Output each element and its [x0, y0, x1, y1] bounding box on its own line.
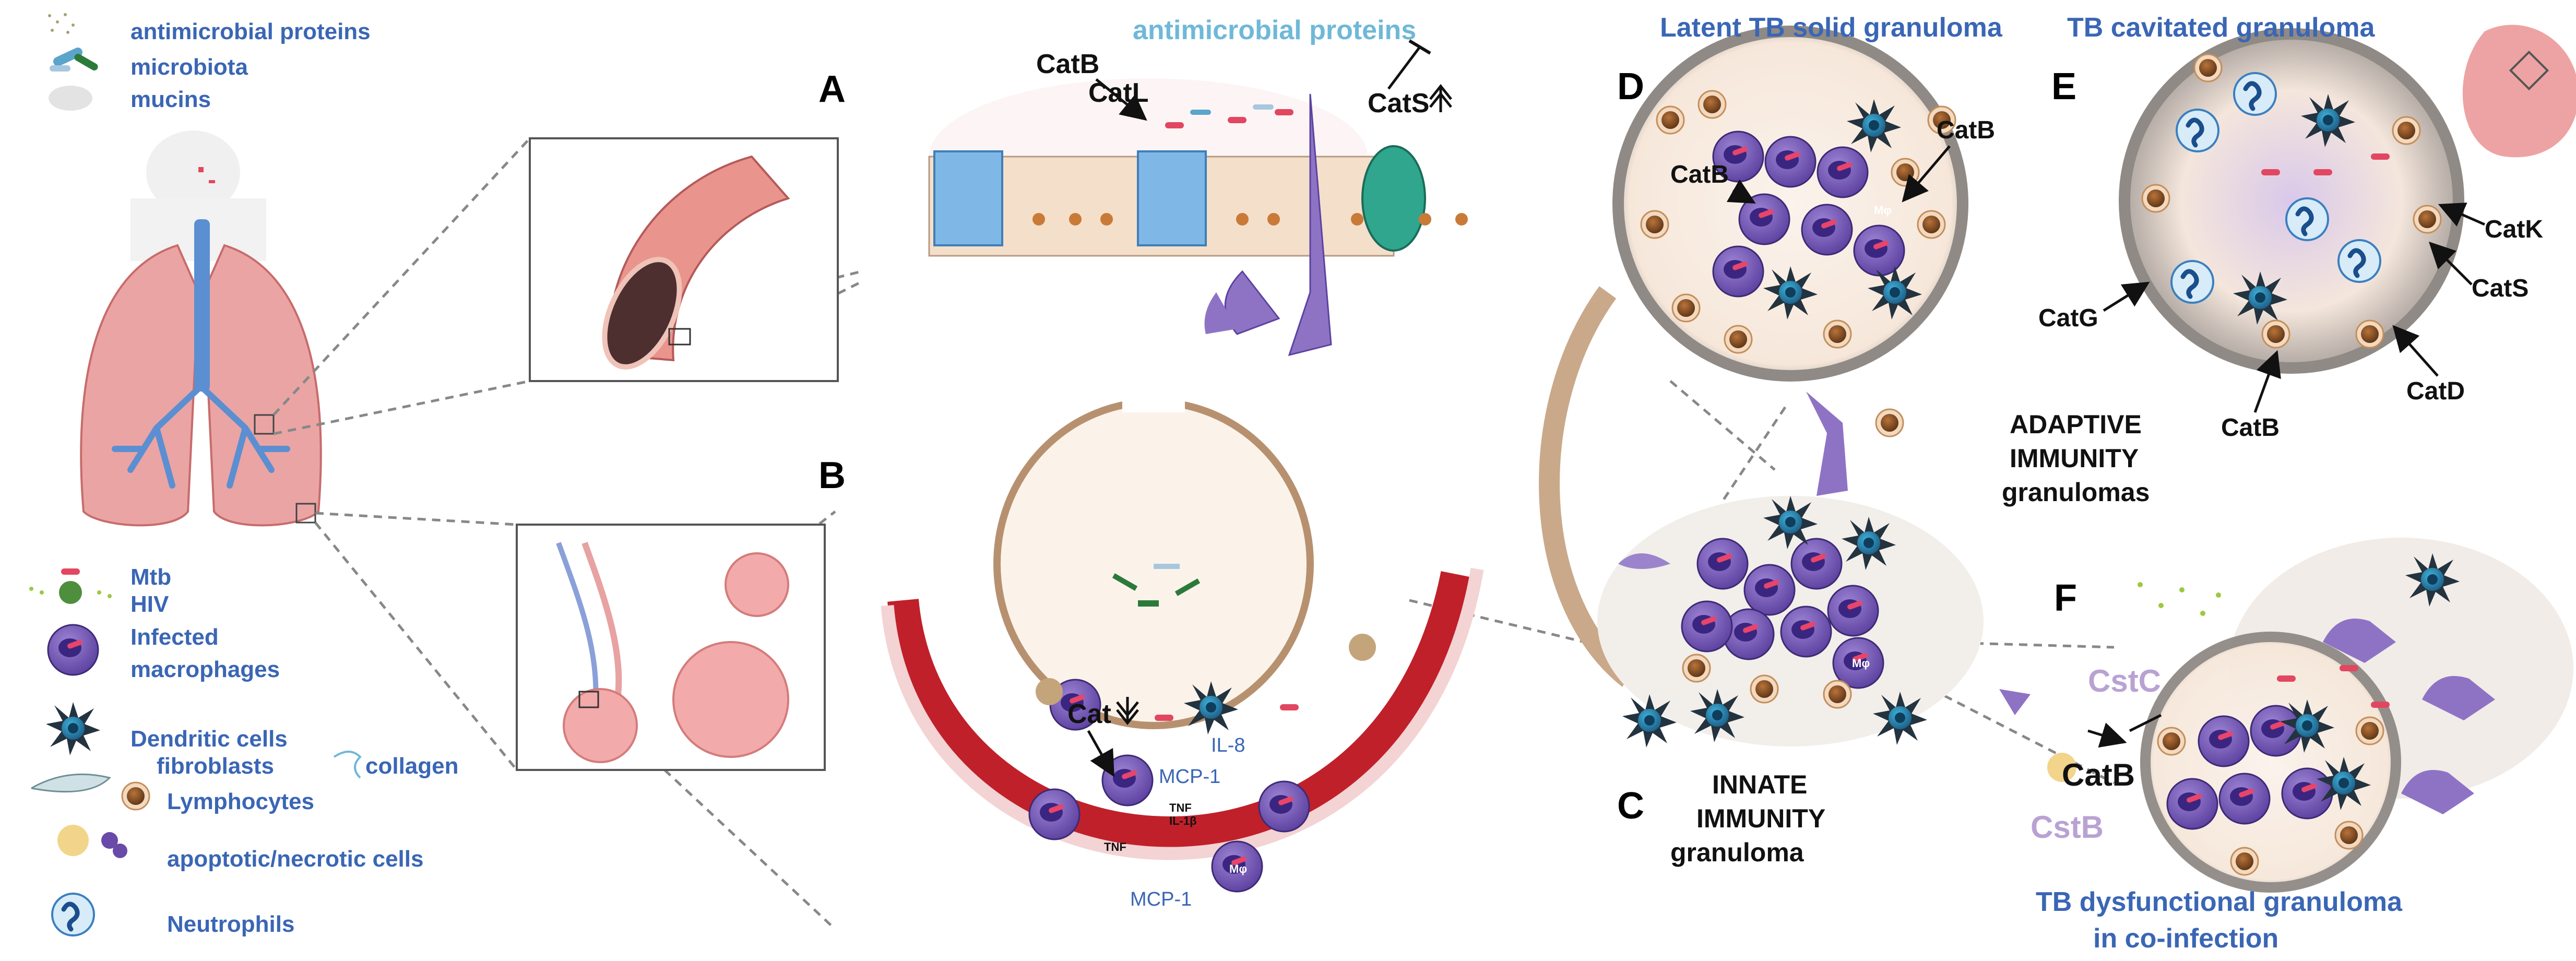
neutrophil-icon	[52, 894, 94, 935]
hiv-icon	[29, 581, 112, 604]
upregulation-double-arrow-icon	[1429, 84, 1452, 112]
panel-c-granuloma: granuloma	[1670, 838, 1805, 867]
microbiota-icon	[50, 48, 98, 72]
panel-c-innate-granuloma	[1539, 286, 1984, 748]
legend-infected-1: Infected	[130, 624, 219, 650]
panel-d-solid-granuloma	[1612, 26, 1968, 496]
panel-e-cavitated-granuloma	[2119, 25, 2576, 374]
downregulation-double-arrow-icon	[1116, 697, 1139, 726]
trachea	[194, 219, 210, 391]
legend-top: antimicrobial proteins microbiota mucins	[48, 13, 371, 112]
airway-inset	[529, 137, 839, 382]
panel-a-cats: CatS	[1368, 88, 1429, 118]
panel-d-catb-left: CatB	[1670, 161, 1729, 188]
panel-e-granulomas: granulomas	[2002, 478, 2150, 507]
panel-a-antimicrobial: antimicrobial proteins	[1133, 15, 1416, 45]
legend-hiv: HIV	[130, 591, 169, 617]
zoom-box-airway	[254, 414, 275, 435]
mucins-icon	[49, 86, 92, 111]
panel-f-cstc: CstC	[2088, 663, 2161, 698]
legend-apoptotic: apoptotic/necrotic cells	[167, 846, 423, 872]
panel-d-letter: D	[1617, 66, 1644, 108]
panel-f-catb: CatB	[2062, 757, 2135, 792]
legend-bottom: Mtb HIV Infected macrophages Dendritic c…	[29, 564, 459, 937]
macrophage-icon	[47, 624, 99, 676]
panel-c-mphi: Mφ	[1852, 657, 1870, 670]
panel-a-catl: CatL	[1088, 78, 1149, 108]
dendritic-cell-icon	[46, 702, 100, 755]
apoptotic-cell-icon	[57, 825, 127, 858]
catb-arrow	[1095, 78, 1147, 121]
antimicrobial-dots-icon	[48, 13, 75, 34]
legend-neutrophils: Neutrophils	[167, 911, 294, 937]
panel-d-mphi: Mφ	[1874, 204, 1892, 217]
right-lung	[202, 244, 322, 527]
legend-microbiota: microbiota	[130, 54, 248, 80]
lymphocyte-icon	[121, 781, 150, 811]
legend-mtb: Mtb	[130, 564, 171, 590]
panel-b-cat: Cat	[1067, 699, 1111, 729]
panel-e-cats: CatS	[2472, 275, 2528, 302]
panel-a-letter: A	[818, 68, 846, 110]
lungs-illustration	[80, 130, 322, 527]
panel-d-title: Latent TB solid granuloma	[1660, 13, 2003, 43]
collagen-icon	[333, 751, 362, 779]
legend-fibroblasts: fibroblasts	[157, 753, 274, 779]
panel-b-mcp1-a: MCP-1	[1159, 766, 1220, 788]
panel-e-immunity: IMMUNITY	[2010, 444, 2139, 473]
panel-e-adaptive: ADAPTIVE	[2010, 410, 2142, 439]
panel-a-catb: CatB	[1036, 49, 1099, 79]
panel-f-title-1: TB dysfunctional granuloma	[2036, 887, 2403, 917]
legend-antimicrobial-proteins: antimicrobial proteins	[130, 19, 371, 44]
panel-b-il8: IL-8	[1211, 734, 1245, 756]
panel-e-catg: CatG	[2038, 304, 2098, 332]
panel-e-title: TB cavitated granuloma	[2067, 13, 2376, 43]
panel-c-innate: INNATE	[1712, 770, 1807, 799]
panel-e-catk: CatK	[2485, 216, 2543, 243]
panel-f-cstb: CstB	[2031, 810, 2104, 845]
legend-dendritic: Dendritic cells	[130, 726, 288, 752]
cat-arrow	[1087, 730, 1114, 777]
fibroblast-icon	[31, 773, 111, 793]
panel-b-letter: B	[818, 455, 846, 496]
alveoli-inset	[516, 524, 826, 771]
panel-f-title-2: in co-infection	[2093, 923, 2278, 954]
panel-b-tnf-a: TNF	[1169, 801, 1192, 814]
panel-f-dysfunctional-granuloma	[1999, 538, 2573, 893]
panel-e-letter: E	[2051, 66, 2076, 108]
legend-collagen: collagen	[365, 753, 459, 779]
panel-e-catd: CatD	[2406, 377, 2465, 405]
left-lung	[80, 244, 200, 527]
legend-mucins: mucins	[130, 87, 211, 112]
panel-b-mcp1-b: MCP-1	[1130, 888, 1192, 910]
panel-e-catb: CatB	[2221, 414, 2280, 442]
panel-b-mphi: Mφ	[1229, 862, 1247, 875]
mtb-icon	[61, 568, 80, 575]
panel-d-catb-right: CatB	[1937, 116, 1995, 144]
legend-infected-2: macrophages	[130, 657, 280, 682]
panel-a-epithelium	[928, 78, 1468, 357]
panel-b-tnf-b: TNF	[1104, 840, 1126, 853]
legend-lymphocytes: Lymphocytes	[167, 789, 314, 814]
cats-inhibit-line	[1387, 46, 1421, 90]
panel-c-immunity: IMMUNITY	[1696, 804, 1825, 833]
panel-c-letter: C	[1617, 785, 1644, 827]
panel-b-il1b: IL-1β	[1169, 814, 1197, 827]
panel-f-letter: F	[2054, 577, 2077, 619]
panel-b-alveolus	[881, 397, 1484, 893]
